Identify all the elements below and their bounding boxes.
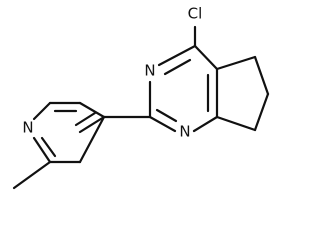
chemical-structure-diagram: Cl N N N bbox=[12, 5, 270, 190]
bond-n-bottom-c2 bbox=[148, 115, 177, 133]
bond-pyridine-n-c6 bbox=[32, 136, 52, 164]
pyridine-nitrogen-label: N bbox=[22, 119, 33, 137]
pyrimidine-nitrogen-top-label: N bbox=[144, 62, 155, 80]
bond-c4-c4a bbox=[193, 44, 219, 71]
bond-c7-c7a bbox=[215, 115, 257, 132]
bond-pyridine-c3-c2-inner bbox=[74, 111, 97, 127]
bond-n-top-c4-inner bbox=[163, 58, 192, 76]
bond-n-bottom-c2-inner bbox=[155, 108, 178, 123]
bond-pyridine-c3-c4 bbox=[78, 101, 106, 119]
bond-n-top-c4 bbox=[157, 44, 197, 67]
bond-pyridine-c5-n bbox=[32, 101, 52, 121]
bond-c7a-n-bottom bbox=[192, 115, 219, 133]
pyrimidine-nitrogen-bottom-label: N bbox=[179, 123, 190, 141]
bond-pyridine-c3-c2 bbox=[78, 115, 106, 134]
structure-canvas: Cl N N N bbox=[12, 4, 270, 190]
bond-c5-c6 bbox=[253, 55, 270, 96]
bond-c6-c7 bbox=[253, 92, 270, 132]
chlorine-label: Cl bbox=[188, 5, 203, 23]
bond-pyridine-c2-c3 bbox=[78, 115, 106, 164]
bond-c6-methyl bbox=[12, 160, 52, 190]
bond-c4a-c5 bbox=[215, 55, 257, 71]
bond-pyridine-n-c6-inner bbox=[40, 136, 57, 158]
